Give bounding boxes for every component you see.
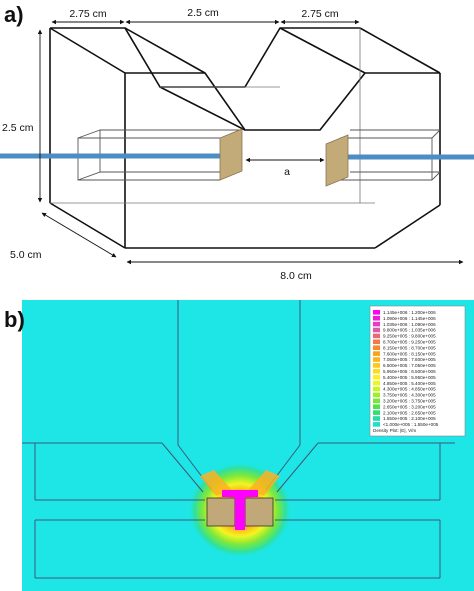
legend-label: 4.850e+005 : 5.400e+005	[383, 381, 436, 386]
legend-swatch	[373, 339, 380, 345]
legend-label: 1.145e+006 : 1.200e+006	[383, 310, 436, 315]
legend-swatch	[373, 315, 380, 321]
dim-height: 2.5 cm	[2, 122, 34, 134]
right-coax-outer	[340, 129, 441, 181]
legend-label: 2.650e+005 : 3.200e+005	[383, 404, 436, 409]
depth-arrow	[41, 212, 117, 258]
legend-label: 5.400e+005 : 5.950e+005	[383, 375, 436, 380]
gap-field	[235, 490, 245, 530]
legend-swatch	[373, 422, 380, 427]
legend-label: 5.950e+005 : 6.500e+005	[383, 369, 436, 374]
panel-b-label: b)	[4, 307, 25, 332]
legend-label: 3.750e+005 : 4.300e+005	[383, 393, 436, 398]
legend-label: 7.050e+005 : 7.600e+005	[383, 357, 436, 362]
legend-swatch	[373, 310, 380, 315]
legend-label: 2.100e+005 : 2.650e+005	[383, 410, 436, 415]
top-field-bar	[222, 490, 258, 497]
legend-label: 3.200e+005 : 3.750e+005	[383, 399, 436, 404]
legend-swatch	[373, 392, 380, 398]
left-wedge-field	[200, 470, 232, 496]
cross-section-outline	[22, 300, 455, 579]
legend-swatch	[373, 386, 380, 392]
panel-b: b)	[4, 300, 474, 591]
legend-box	[369, 305, 466, 437]
legend-label: 6.500e+005 : 7.050e+005	[383, 363, 436, 368]
legend-swatch	[373, 327, 380, 333]
right-wedge-field	[248, 470, 280, 496]
legend-swatch	[373, 357, 380, 362]
legend-label: 8.150e+005 : 8.700e+005	[383, 345, 436, 350]
legend-label: <1.000e+005 : 1.550e+005	[383, 422, 439, 427]
legend-swatch	[373, 410, 380, 415]
legend-label: 1.090e+006 : 1.145e+006	[383, 316, 436, 321]
legend-footer: Density Plot: |E|, V/m	[373, 428, 416, 433]
box-outline	[49, 27, 441, 249]
legend-swatch	[373, 416, 380, 421]
legend-swatch	[373, 398, 380, 404]
dim-top-left: 2.75 cm	[69, 8, 107, 20]
panel-a-label: a)	[4, 2, 24, 27]
legend-swatch	[373, 321, 380, 327]
dim-top-middle: 2.5 cm	[187, 7, 219, 19]
legend-swatch	[373, 351, 380, 356]
legend-swatch	[373, 333, 380, 339]
right-plate	[325, 134, 349, 187]
legend-label: 9.250e+005 : 9.800e+005	[383, 334, 436, 339]
left-coax-outer	[77, 129, 240, 181]
dim-depth: 5.0 cm	[10, 249, 42, 261]
legend-label: 8.700e+005 : 9.250e+005	[383, 340, 436, 345]
gap-label: a	[284, 166, 290, 178]
box-hidden-edges	[50, 28, 375, 204]
legend-swatch	[373, 380, 380, 386]
legend-label: 9.800e+005 : 1.035e+006	[383, 328, 436, 333]
legend-swatch	[373, 404, 380, 409]
legend-swatch	[373, 374, 380, 380]
right-plate-section	[244, 497, 274, 527]
legend-swatch	[373, 369, 380, 374]
legend-swatch	[373, 363, 380, 368]
legend-label: 7.600e+005 : 8.150e+005	[383, 351, 436, 356]
legend-label: 4.300e+005 : 4.850e+005	[383, 387, 436, 392]
dim-length: 8.0 cm	[280, 270, 312, 282]
left-plate-section	[206, 497, 236, 527]
dim-top-right: 2.75 cm	[301, 8, 339, 20]
legend-swatch	[373, 345, 380, 350]
legend-label: 1.550e+005 : 2.100e+005	[383, 416, 436, 421]
panel-a: a)	[0, 2, 474, 282]
legend-label: 1.035e+006 : 1.090e+006	[383, 322, 436, 327]
left-plate	[219, 128, 243, 181]
